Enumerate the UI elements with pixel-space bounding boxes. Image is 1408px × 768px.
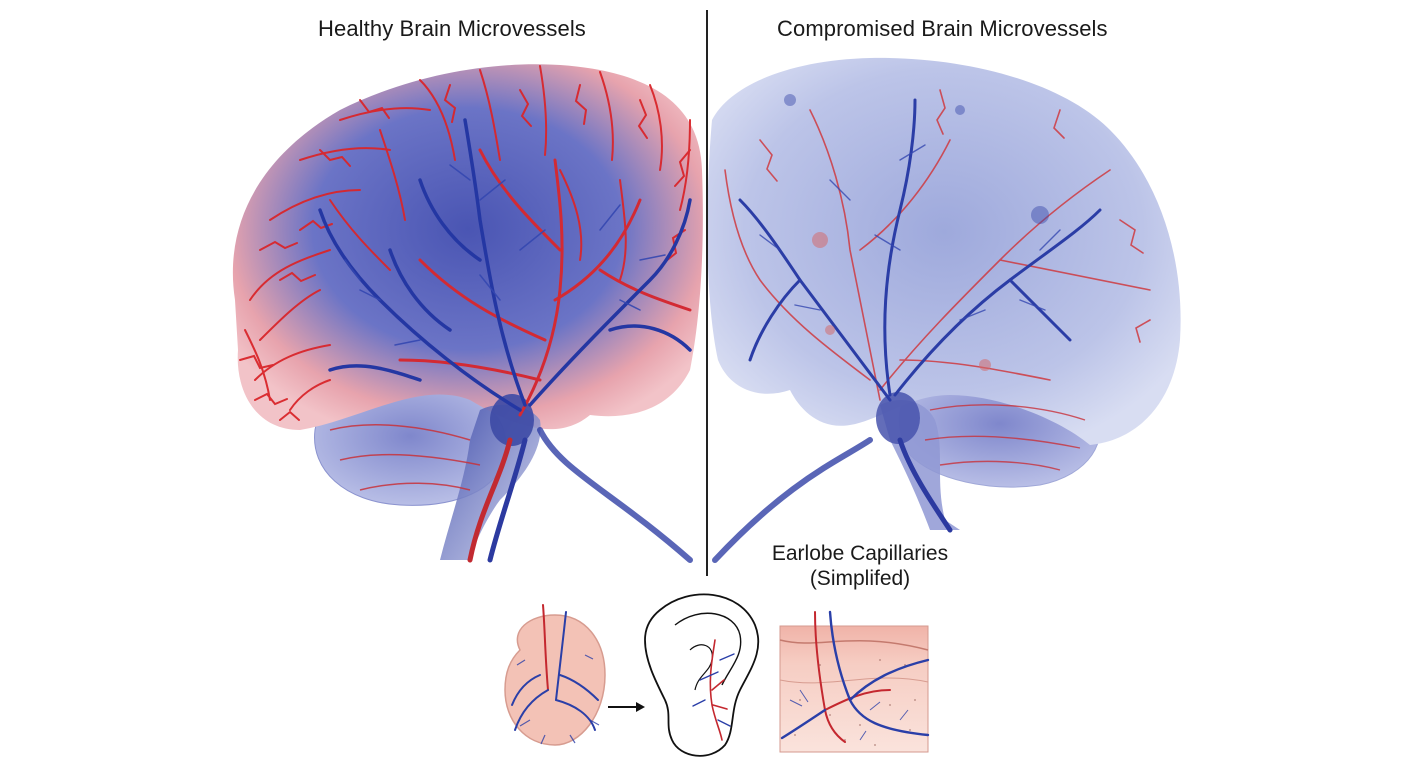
earlobe-label-line2: (Simplifed) — [809, 567, 911, 590]
skin-cross-section-icon — [779, 610, 930, 753]
panel-divider — [706, 10, 708, 576]
arrow-right-icon — [608, 702, 645, 712]
healthy-cerebrum — [232, 64, 703, 431]
healthy-brain — [232, 64, 703, 563]
earlobe-label-line1: Earlobe Capillaries — [771, 542, 949, 565]
compromised-title: Compromised Brain Microvessels — [777, 16, 1108, 41]
compromised-brain — [707, 57, 1181, 563]
compromised-cerebrum — [707, 57, 1181, 446]
healthy-title: Healthy Brain Microvessels — [318, 16, 586, 41]
earlobe-icon — [504, 604, 606, 746]
earlobe-label: Earlobe Capillaries (Simplifed) — [760, 541, 960, 591]
ear-icon — [644, 593, 760, 757]
